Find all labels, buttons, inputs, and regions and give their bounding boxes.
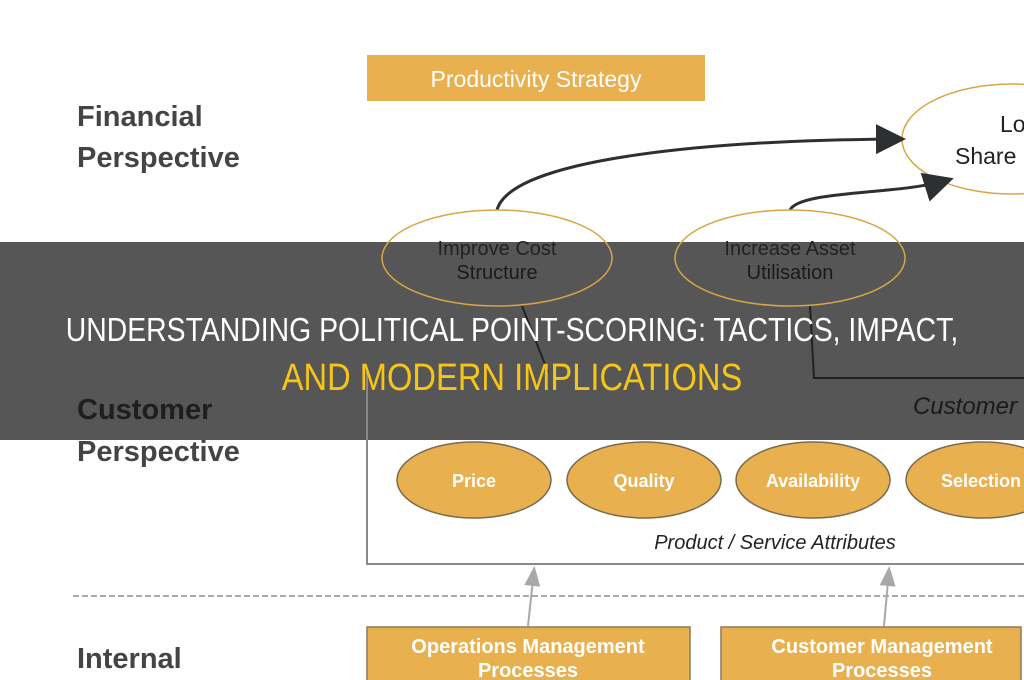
customer-box-title: Customer	[913, 393, 1018, 420]
objective-text: Structure	[456, 262, 537, 284]
process-box	[720, 626, 1022, 680]
top-goal-ellipse	[901, 83, 1024, 195]
strategy-box	[367, 55, 705, 101]
strategy-box-label: Productivity Strategy	[431, 66, 642, 92]
attribute-availability: Availability	[766, 471, 860, 491]
arrow	[788, 172, 954, 211]
top-goal-text: Lo	[1000, 111, 1024, 137]
customer-label: Perspective	[77, 436, 240, 468]
process-text: Processes	[832, 660, 932, 680]
attributes-caption: Product / Service Attributes	[654, 532, 896, 554]
title-overlay	[0, 242, 1024, 440]
process-text: Customer Management	[771, 636, 992, 658]
top-goal-text: Share	[955, 143, 1016, 169]
attribute-quality: Quality	[613, 471, 674, 491]
title-line-1: UNDERSTANDING POLITICAL POINT-SCORING: T…	[65, 311, 959, 348]
attribute-circles: Price Quality Availability Selection	[396, 441, 1024, 519]
financial-label: Perspective	[77, 142, 240, 174]
title-line-2: AND MODERN IMPLICATIONS	[281, 357, 743, 399]
internal-label: Internal	[77, 643, 182, 675]
objective-ellipse	[674, 209, 906, 307]
process-text: Processes	[478, 660, 578, 680]
objective-text: Increase Asset	[724, 238, 856, 260]
attribute-price: Price	[452, 471, 496, 491]
objective-text: Utilisation	[747, 262, 834, 284]
customer-box	[366, 372, 1024, 565]
financial-label: Financial	[77, 101, 203, 133]
objective-ellipse	[381, 209, 613, 307]
arrow	[495, 124, 906, 211]
customer-label: Customer	[77, 394, 212, 426]
attribute-selection: Selection	[941, 471, 1021, 491]
objective-text: Improve Cost	[438, 238, 557, 260]
process-box	[366, 626, 691, 680]
process-text: Operations Management	[411, 636, 645, 658]
